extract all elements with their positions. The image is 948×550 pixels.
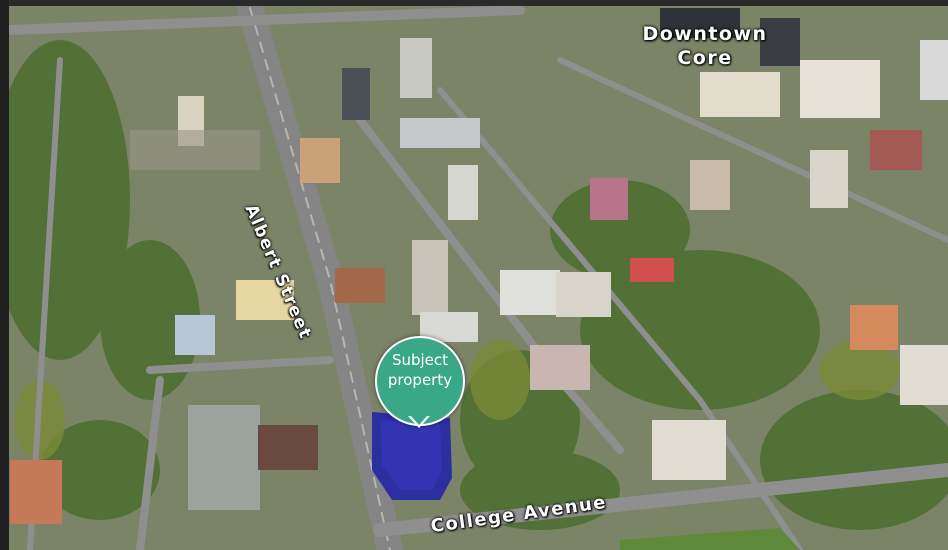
top-border — [0, 0, 948, 6]
marker-label-line1: Subject — [391, 351, 449, 369]
downtown-label-line2: Core — [677, 47, 733, 69]
downtown-core-label: Downtown Core — [640, 22, 770, 70]
marker-tail-fill — [411, 416, 427, 425]
downtown-label-line1: Downtown — [642, 23, 768, 45]
subject-building — [372, 412, 452, 500]
marker-label-line2: property — [387, 371, 453, 389]
left-border — [0, 0, 9, 550]
subject-property-marker[interactable]: Subject property — [375, 336, 465, 428]
marker-label: Subject property — [375, 350, 465, 390]
